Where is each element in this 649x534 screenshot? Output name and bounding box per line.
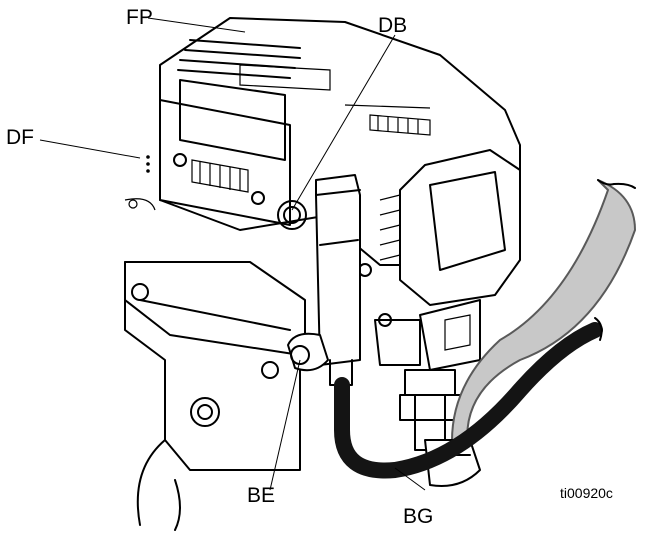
pressure-hose [334, 317, 603, 479]
leader-bg [394, 467, 426, 491]
leader-df [39, 139, 141, 159]
suction-hose [424, 179, 636, 487]
leader-fp [147, 17, 246, 33]
fluid-column [315, 174, 461, 451]
leader-db [291, 34, 396, 211]
prime-valve [287, 332, 329, 372]
callout-db: DB [378, 14, 407, 37]
callout-be: BE [247, 484, 275, 507]
callout-df: DF [6, 126, 34, 149]
leader-lines [39, 17, 426, 491]
leader-be [269, 359, 301, 491]
cart-frame [124, 198, 306, 531]
drive-housing [358, 149, 521, 371]
callout-fp: FP [126, 6, 153, 29]
callout-bg: BG [403, 505, 433, 528]
figure-reference: ti00920c [560, 485, 613, 501]
